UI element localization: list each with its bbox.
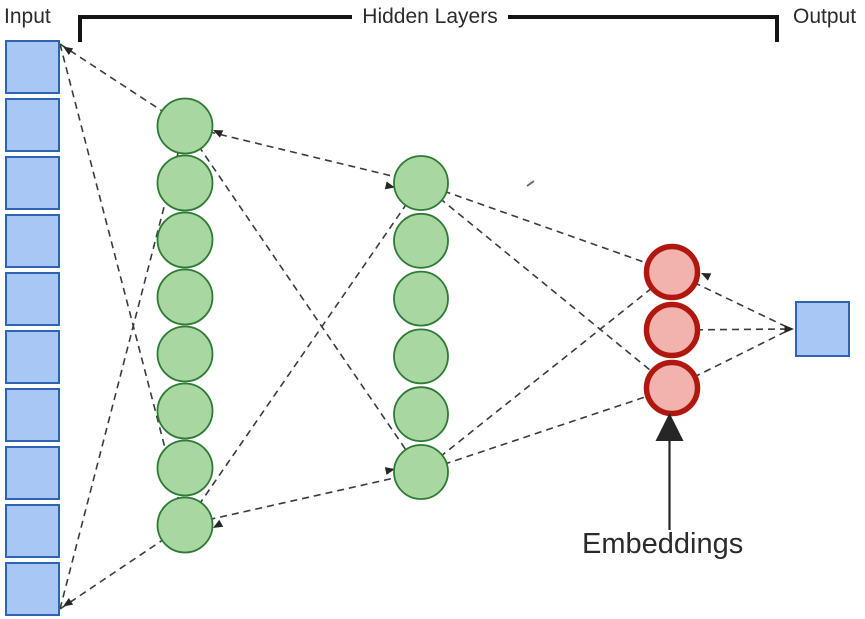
input-node-1 (5, 40, 60, 94)
hidden2-node-3 (393, 270, 449, 327)
embeddings-node-2 (643, 301, 701, 359)
connection-hidden2-top--emb-3 (420, 182, 673, 389)
hidden1-node-3 (156, 211, 214, 269)
hidden1-node-7 (156, 439, 214, 497)
hidden1-node-6 (156, 382, 214, 440)
hidden2-node-2 (393, 212, 449, 269)
connection-arrowheads (63, 46, 794, 607)
connection-emb-3--output (671, 328, 792, 389)
connection-hidden2-top--emb-1 (420, 182, 673, 273)
connection-emb-2--output (671, 328, 792, 331)
hidden1-node-1 (156, 97, 214, 155)
output-label: Output (793, 5, 857, 28)
hidden-layers-bracket-left (78, 15, 352, 42)
hidden1-node-5 (156, 325, 214, 383)
hidden2-node-6 (393, 444, 449, 500)
output-node-1 (795, 301, 850, 357)
embeddings-arrow-head-icon (655, 413, 684, 441)
hidden2-node-4 (393, 328, 449, 385)
input-node-3 (5, 156, 60, 210)
hidden-layers-label: Hidden Layers (362, 5, 498, 28)
embeddings-node-3 (643, 359, 701, 417)
connection-input-top--hidden1-bottom (59, 43, 186, 526)
embeddings-label: Embeddings (582, 528, 744, 560)
connection-hidden2-bottom--emb-3 (420, 387, 673, 473)
input-node-8 (5, 446, 60, 500)
hidden-layers-bracket-right (508, 15, 779, 42)
arrowhead-icon (701, 273, 712, 281)
network-nodes (5, 40, 850, 616)
input-node-4 (5, 214, 60, 268)
connection-hidden2-bottom--emb-1 (420, 271, 673, 473)
arrowhead-icon (213, 130, 224, 138)
hidden2-node-1 (393, 155, 449, 211)
connection-hidden1-bottom--hidden2-top (184, 182, 422, 526)
input-node-10 (5, 562, 60, 616)
hidden2-node-5 (393, 386, 449, 443)
connection-hidden1-top--hidden2-bottom (184, 125, 422, 473)
hidden1-node-8 (156, 496, 214, 554)
connection-hidden1-top--hidden2-top (184, 125, 422, 184)
arrowhead-icon (384, 181, 395, 190)
input-node-6 (5, 330, 60, 384)
hidden1-node-4 (156, 268, 214, 326)
hidden1-node-2 (156, 154, 214, 212)
embeddings-node-1 (643, 243, 701, 301)
arrowhead-icon (784, 325, 794, 333)
stray-tick-mark (526, 180, 535, 187)
input-node-5 (5, 272, 60, 326)
arrowhead-icon (384, 467, 395, 475)
arrowhead-icon (213, 519, 224, 528)
arrowhead-icon (63, 46, 74, 56)
input-node-9 (5, 504, 60, 558)
input-node-2 (5, 98, 60, 152)
arrowhead-icon (63, 597, 74, 607)
connection-hidden1-bottom--hidden2-bottom (184, 471, 422, 526)
connection-emb-1--output (671, 271, 792, 330)
input-node-7 (5, 388, 60, 442)
input-label: Input (4, 5, 51, 28)
